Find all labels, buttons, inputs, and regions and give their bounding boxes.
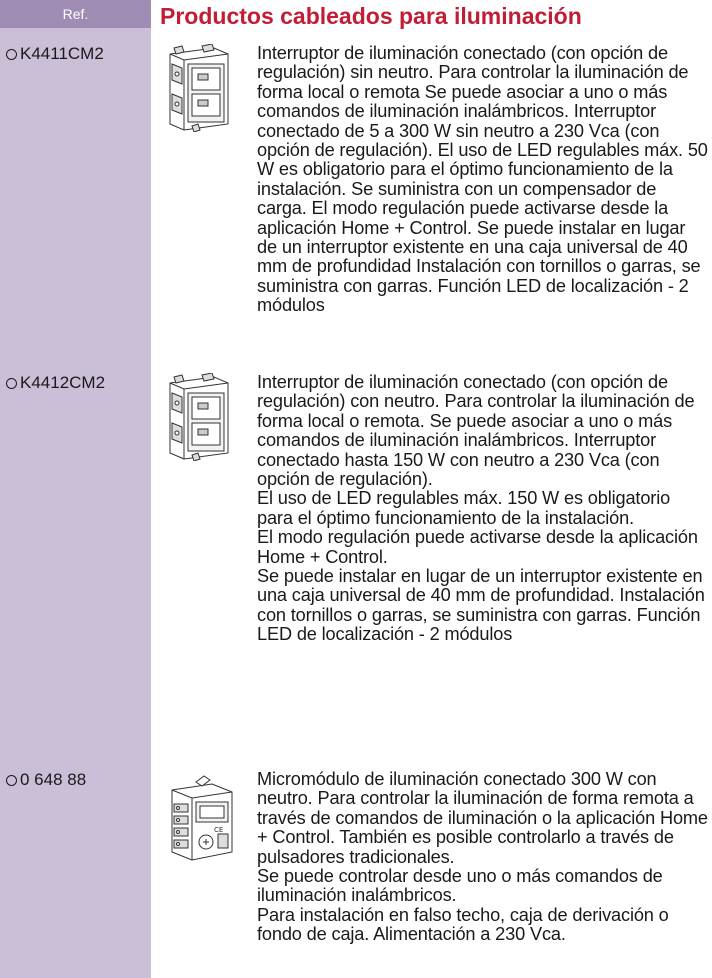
wired-dimmer-switch-icon [169,44,229,132]
svg-text:CE: CE [214,826,223,834]
ref-column [0,0,151,978]
description-paragraph: Se puede instalar en lugar de un interru… [257,566,705,645]
circle-icon [6,377,17,389]
description-paragraph: Se puede controlar desde uno o más coman… [257,866,663,906]
product-description: Micromódulo de iluminación conectado 300… [257,769,709,945]
wired-dimmer-switch-icon [169,373,229,461]
ref-column-header: Ref. [0,0,151,28]
product-ref-code: K4411CM2 [20,44,104,63]
section-title: Productos cableados para iluminación [160,3,582,29]
product-description: Interruptor de iluminación conectado (co… [257,372,709,645]
description-paragraph: Para instalación en falso techo, caja de… [257,904,669,945]
description-paragraph: El uso de LED regulables máx. 150 W es o… [257,488,671,528]
micromodule-icon: CE [171,775,233,861]
description-paragraph: Interruptor de iluminación conectado (co… [257,43,708,316]
description-paragraph: El modo regulación puede activarse desde… [257,527,698,567]
description-paragraph: Interruptor de iluminación conectado (co… [257,372,695,490]
product-ref: K4412CM2 [6,373,105,393]
product-description: Interruptor de iluminación conectado (co… [257,43,709,316]
circle-icon [6,48,17,60]
product-ref-code: K4412CM2 [20,373,106,392]
ref-header-label: Ref. [62,6,89,22]
description-paragraph: Micromódulo de iluminación conectado 300… [257,769,708,867]
product-ref: 0 648 88 [6,770,86,790]
product-ref: K4411CM2 [6,44,104,64]
product-ref-code: 0 648 88 [20,770,87,789]
circle-icon [6,774,17,786]
